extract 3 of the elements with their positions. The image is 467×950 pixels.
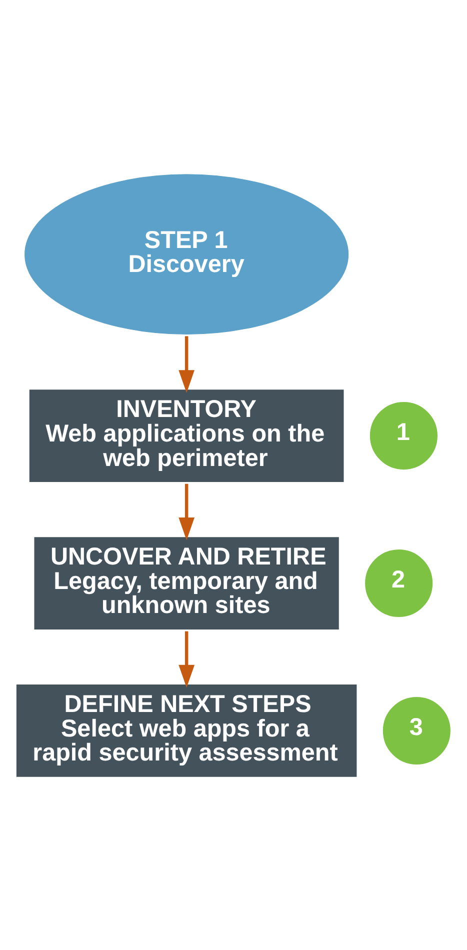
arrow bbox=[178, 630, 195, 688]
arrow bbox=[178, 483, 195, 540]
arrow bbox=[178, 336, 195, 392]
